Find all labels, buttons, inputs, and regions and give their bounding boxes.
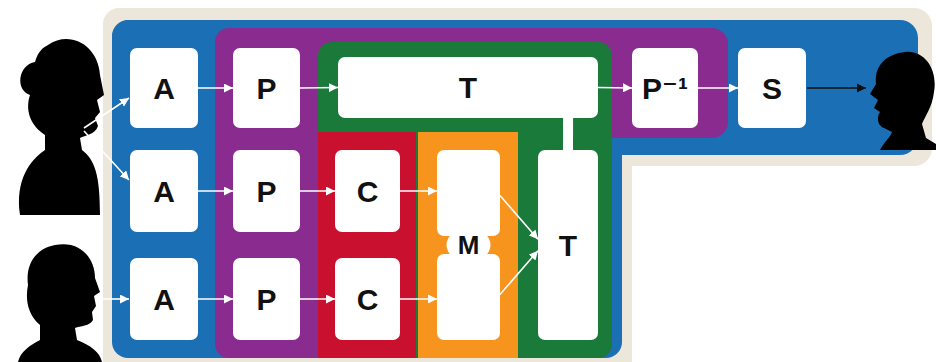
box-label: A — [153, 175, 175, 208]
signal-arrow — [198, 87, 233, 89]
stage-box: C — [335, 258, 400, 340]
signal-arrow — [400, 298, 437, 300]
box-label: P — [256, 72, 276, 105]
signal-arrow — [300, 298, 335, 300]
stage-box: P — [233, 150, 300, 232]
box-label: T — [559, 229, 577, 262]
merge-box: M — [437, 150, 500, 340]
stage-box: T — [538, 150, 598, 340]
box-label: M — [458, 231, 480, 260]
signal-arrow — [500, 251, 538, 295]
box-label: P⁻¹ — [642, 72, 688, 105]
merge-lower-box — [437, 254, 500, 340]
red-region — [318, 132, 416, 358]
signal-arrow — [400, 190, 437, 192]
box-label: A — [153, 72, 175, 105]
green-region — [318, 42, 612, 358]
signal-arrow — [300, 190, 335, 192]
box-label: A — [153, 283, 175, 316]
signal-arrow — [598, 87, 632, 89]
stage-box: A — [130, 150, 198, 232]
speech-arrow — [84, 131, 129, 180]
signal-arrow — [198, 298, 233, 300]
purple-region — [215, 28, 612, 358]
box-label: C — [357, 175, 379, 208]
box-label: T — [459, 71, 477, 104]
box-label: C — [357, 283, 379, 316]
stage-box: T — [338, 57, 598, 118]
blue-region — [112, 20, 622, 358]
woman-silhouette — [19, 39, 104, 215]
merge-upper-box — [437, 150, 500, 236]
signal-arrow — [300, 87, 338, 89]
box-label: P — [256, 175, 276, 208]
outer-ground — [103, 8, 632, 362]
stage-box: A — [130, 258, 198, 340]
box-label: S — [762, 72, 782, 105]
signal-arrow — [500, 196, 538, 240]
stage-box: P — [233, 258, 300, 340]
link-bar — [563, 118, 573, 150]
stage-box: P — [233, 48, 300, 128]
stage-box: S — [738, 48, 806, 128]
speech-arrow — [84, 98, 129, 128]
stage-box: C — [335, 150, 400, 232]
signal-arrow — [698, 87, 738, 89]
merge-joint — [447, 228, 491, 262]
listener-silhouette — [870, 52, 936, 150]
signal-arrow — [198, 190, 233, 192]
stage-box: A — [130, 48, 198, 128]
stage-box: P⁻¹ — [632, 48, 698, 128]
man-silhouette — [18, 244, 102, 362]
box-label: P — [256, 283, 276, 316]
output-arrowhead — [857, 84, 866, 93]
orange-region — [418, 132, 518, 358]
speech-arrow — [98, 298, 129, 300]
